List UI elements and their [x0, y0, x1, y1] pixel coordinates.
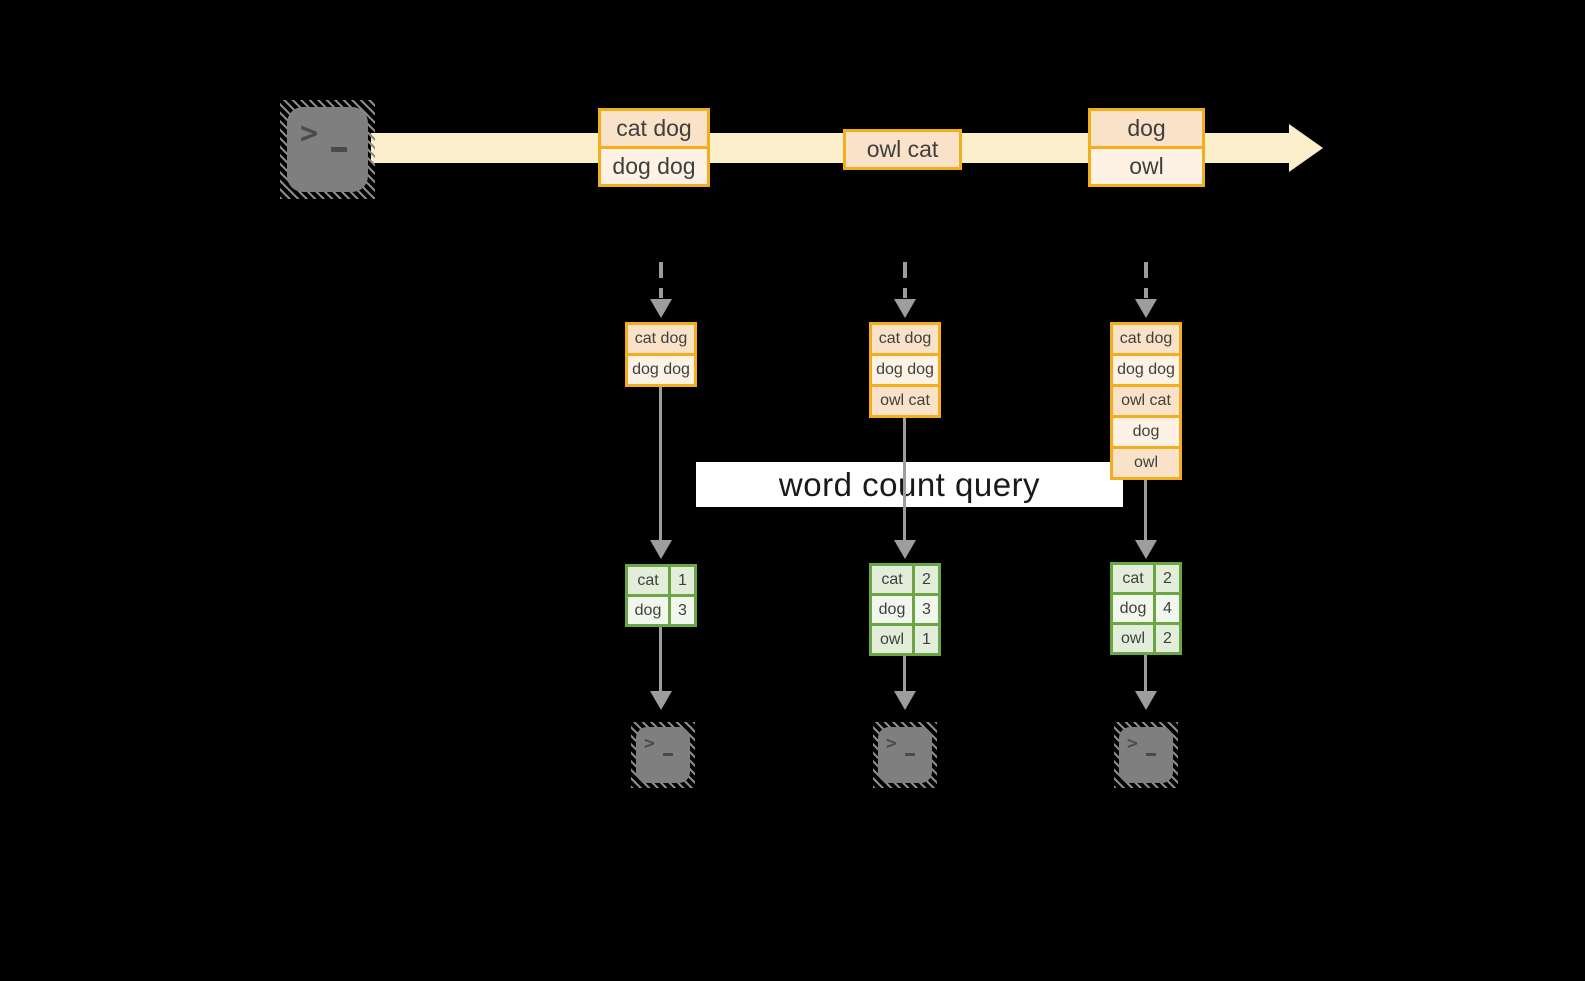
query-label-banner: word count query	[696, 462, 1123, 507]
count-row: owl 2	[1113, 622, 1179, 652]
word-cell: owl	[872, 626, 915, 653]
count-row: dog 3	[628, 594, 694, 624]
count-cell: 2	[922, 570, 931, 588]
ingest-arrowhead-icon-1	[650, 299, 672, 318]
word-cell: cat	[1113, 565, 1156, 592]
word-cell: dog	[872, 596, 915, 623]
word-count-table-1: cat 1 dog 3	[625, 564, 697, 627]
prompt-cursor-icon	[663, 753, 673, 756]
state-record: dog dog	[628, 353, 694, 384]
stream-record: owl	[1091, 146, 1202, 184]
word-count-table-2: cat 2 dog 3 owl 1	[869, 563, 941, 656]
word-cell: cat	[628, 567, 671, 594]
stream-record: cat dog	[601, 111, 707, 146]
state-record: dog dog	[1113, 353, 1179, 384]
stream-record: dog	[1091, 111, 1202, 146]
ingest-arrowhead-icon-2	[894, 299, 916, 318]
count-cell: 2	[1163, 629, 1172, 647]
word-count-table-3: cat 2 dog 4 owl 2	[1110, 562, 1182, 655]
word-cell: owl	[1113, 625, 1156, 652]
terminal-screen: >	[636, 727, 690, 783]
ingest-arrowhead-icon-3	[1135, 299, 1157, 318]
word-cell: cat	[872, 566, 915, 593]
prompt-chevron-icon: >	[886, 733, 897, 754]
terminal-sink-icon-3: >	[1114, 722, 1178, 788]
query-arrow-line-1	[659, 387, 662, 540]
stream-record: dog dog	[601, 146, 707, 184]
query-arrow-line-2	[903, 418, 906, 540]
stream-event-box-2: owl cat	[843, 129, 962, 170]
count-row: cat 2	[1113, 565, 1179, 592]
output-arrow-line-2	[903, 656, 906, 691]
word-cell: dog	[628, 597, 671, 624]
prompt-chevron-icon: >	[644, 733, 655, 754]
count-cell: 2	[1163, 569, 1172, 587]
prompt-chevron-icon: >	[1127, 733, 1138, 754]
word-cell: dog	[1113, 595, 1156, 622]
count-cell: 3	[922, 600, 931, 618]
state-record: dog	[1113, 415, 1179, 446]
query-arrow-line-3	[1144, 480, 1147, 540]
count-cell: 4	[1163, 599, 1172, 617]
prompt-cursor-icon	[331, 147, 347, 152]
count-row: owl 1	[872, 623, 938, 653]
terminal-screen: >	[878, 727, 932, 783]
output-arrowhead-icon-3	[1135, 691, 1157, 710]
terminal-screen: >	[1119, 727, 1173, 783]
query-label: word count query	[778, 465, 1041, 503]
query-arrowhead-icon-1	[650, 540, 672, 559]
ingest-arrow-line-3	[1144, 262, 1148, 298]
ingest-arrow-line-2	[903, 262, 907, 298]
terminal-source-icon: >	[280, 100, 375, 199]
count-cell: 3	[678, 601, 687, 619]
output-arrow-line-3	[1144, 655, 1147, 691]
state-record: cat dog	[872, 325, 938, 353]
prompt-cursor-icon	[905, 753, 915, 756]
terminal-screen: >	[287, 107, 368, 192]
terminal-sink-icon-2: >	[873, 722, 937, 788]
state-record: owl cat	[1113, 384, 1179, 415]
state-record: dog dog	[872, 353, 938, 384]
state-record: owl cat	[872, 384, 938, 415]
count-cell: 1	[922, 630, 931, 648]
state-record: cat dog	[1113, 325, 1179, 353]
query-arrowhead-icon-2	[894, 540, 916, 559]
query-arrowhead-icon-3	[1135, 540, 1157, 559]
state-record: cat dog	[628, 325, 694, 353]
stream-arrowhead-icon	[1289, 124, 1323, 172]
count-row: cat 1	[628, 567, 694, 594]
output-arrowhead-icon-2	[894, 691, 916, 710]
count-row: dog 4	[1113, 592, 1179, 622]
terminal-sink-icon-1: >	[631, 722, 695, 788]
prompt-chevron-icon: >	[300, 116, 319, 151]
count-row: cat 2	[872, 566, 938, 593]
ingest-arrow-line-1	[659, 262, 663, 298]
count-row: dog 3	[872, 593, 938, 623]
stream-record: owl cat	[846, 132, 959, 167]
state-record: owl	[1113, 446, 1179, 477]
prompt-cursor-icon	[1146, 753, 1156, 756]
output-arrow-line-1	[659, 627, 662, 691]
output-arrowhead-icon-1	[650, 691, 672, 710]
count-cell: 1	[678, 571, 687, 589]
